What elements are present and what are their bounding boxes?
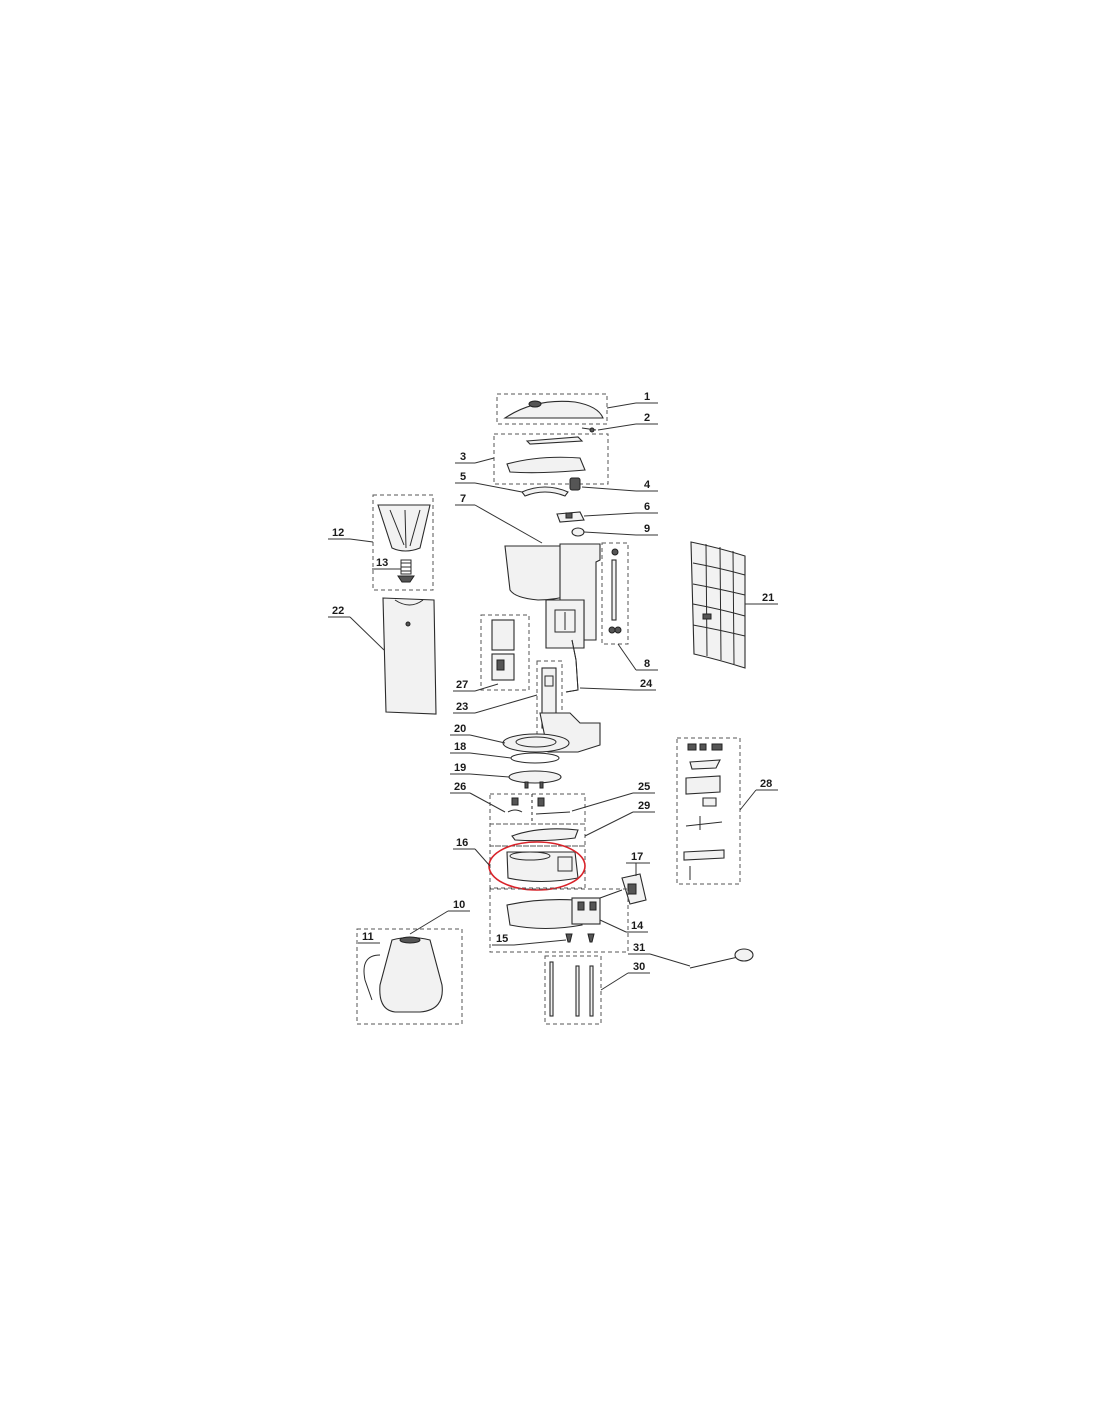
part-7-housing[interactable] xyxy=(504,543,601,649)
label-25: 25 xyxy=(638,781,650,793)
part-2-pin[interactable] xyxy=(581,427,597,433)
label-14: 14 xyxy=(631,920,644,932)
label-24: 24 xyxy=(640,678,653,690)
part-9-seal[interactable] xyxy=(571,527,585,537)
part-21-front-panel[interactable] xyxy=(690,541,746,669)
part-29-heating-element[interactable] xyxy=(489,823,586,847)
label-21: 21 xyxy=(762,592,774,604)
part-4-knob[interactable] xyxy=(569,477,581,491)
part-30-rods[interactable] xyxy=(544,955,602,1025)
label-20: 20 xyxy=(454,723,466,735)
part-16-base-housing[interactable] xyxy=(489,845,586,889)
part-28-control-parts[interactable] xyxy=(676,737,741,885)
label-5: 5 xyxy=(460,471,466,483)
part-5-clip[interactable] xyxy=(521,486,569,497)
highlight-ring-part-16 xyxy=(488,841,586,891)
label-17: 17 xyxy=(631,851,643,863)
part-13-valve-spring[interactable] xyxy=(397,559,415,583)
part-25-thermostat[interactable] xyxy=(535,797,571,815)
label-30: 30 xyxy=(633,961,645,973)
label-10: 10 xyxy=(453,899,465,911)
label-6: 6 xyxy=(644,501,650,513)
part-20-base-plate[interactable] xyxy=(502,712,601,753)
part-8-tube[interactable] xyxy=(601,542,629,645)
part-17-power-cord[interactable] xyxy=(599,873,647,905)
label-19: 19 xyxy=(454,762,466,774)
part-18-gasket[interactable] xyxy=(510,752,560,764)
label-22: 22 xyxy=(332,605,344,617)
label-7: 7 xyxy=(460,493,466,505)
label-26: 26 xyxy=(454,781,466,793)
label-16: 16 xyxy=(456,837,468,849)
label-9: 9 xyxy=(644,523,650,535)
label-27: 27 xyxy=(456,679,468,691)
label-29: 29 xyxy=(638,800,650,812)
part-19-heating-plate[interactable] xyxy=(508,770,562,789)
label-15: 15 xyxy=(496,933,508,945)
part-22-back-cover[interactable] xyxy=(382,597,437,715)
label-1: 1 xyxy=(644,391,650,403)
label-2: 2 xyxy=(644,412,650,424)
part-24-hose[interactable] xyxy=(565,639,579,693)
label-3: 3 xyxy=(460,451,466,463)
part-31-measuring-spoon[interactable] xyxy=(689,948,754,969)
part-27-switch-cover[interactable] xyxy=(480,614,530,691)
label-12: 12 xyxy=(332,527,344,539)
part-3-lid-inner[interactable] xyxy=(493,433,609,485)
label-4: 4 xyxy=(644,479,651,491)
part-12-filter-holder[interactable] xyxy=(372,494,434,591)
part-26-fuse-box[interactable] xyxy=(489,793,586,825)
part-15-screws[interactable] xyxy=(565,933,595,943)
label-18: 18 xyxy=(454,741,466,753)
part-10-carafe[interactable] xyxy=(356,928,463,1025)
part-6-valve[interactable] xyxy=(556,511,585,523)
label-28: 28 xyxy=(760,778,772,790)
part-14-base[interactable] xyxy=(489,888,629,953)
label-23: 23 xyxy=(456,701,468,713)
label-31: 31 xyxy=(633,942,645,954)
label-11: 11 xyxy=(362,931,374,943)
label-13: 13 xyxy=(376,557,388,569)
part-1-lid[interactable] xyxy=(496,393,608,425)
label-8: 8 xyxy=(644,658,650,670)
